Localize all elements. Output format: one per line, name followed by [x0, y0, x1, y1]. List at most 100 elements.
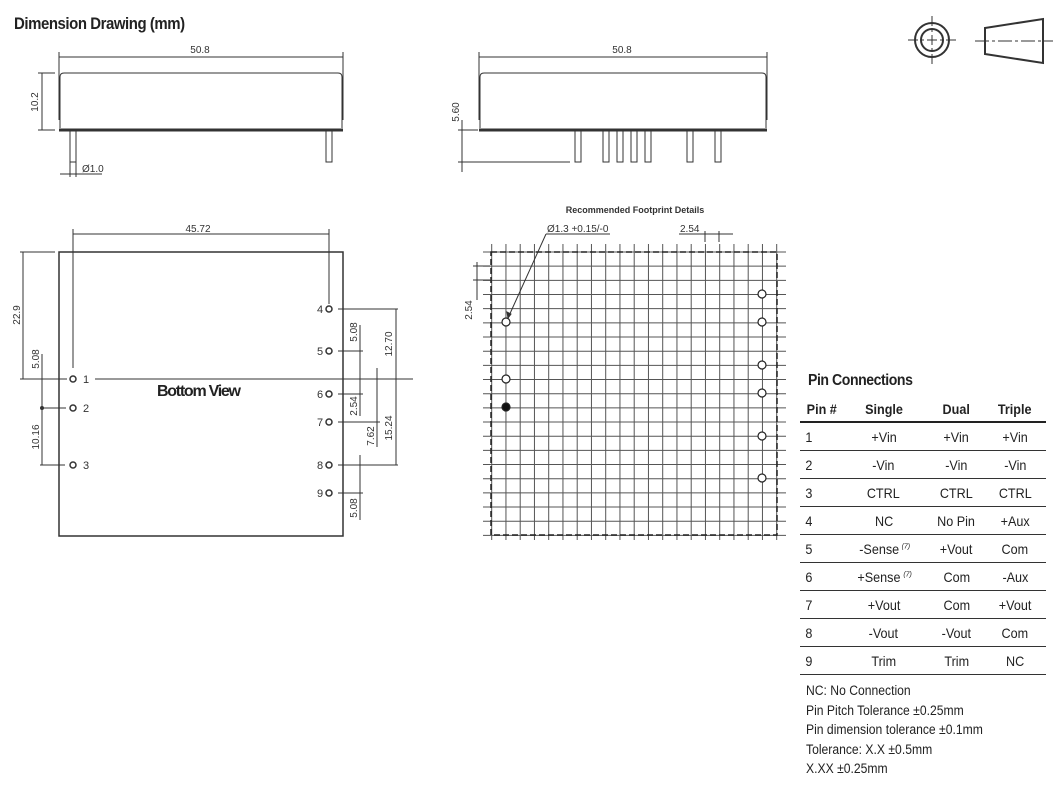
footprint-hole — [501, 402, 511, 412]
table-cell: +Vin — [1002, 428, 1028, 445]
length-dim: 50.8 — [190, 45, 210, 56]
note: Pin dimension tolerance ±0.1mm — [806, 722, 983, 738]
footprint-hole — [501, 317, 511, 327]
footprint-hole — [757, 289, 767, 299]
pin — [686, 130, 694, 163]
note: Tolerance: X.X ±0.5mm — [806, 741, 933, 757]
note: X.XX ±0.25mm — [806, 761, 888, 777]
pin-label: 5 — [317, 346, 323, 358]
table-cell: -Vout — [868, 624, 899, 641]
footnote-ref: (7) — [903, 570, 912, 578]
table-cell: 6 — [805, 568, 813, 585]
pin-hole — [325, 418, 333, 426]
header-single: Single — [864, 400, 903, 417]
header-pin: Pin # — [806, 400, 837, 417]
pin — [644, 130, 652, 163]
pin1-to-pin3-dim: 10.16 — [31, 424, 42, 449]
pin — [714, 130, 722, 163]
side-view-left: 50.8 10.2 Ø1.0 — [30, 45, 344, 177]
pin-label: 9 — [317, 488, 323, 500]
pin — [574, 130, 582, 163]
footprint-hole — [501, 374, 511, 384]
table-cell: +Sense — [857, 568, 901, 585]
pin-hole — [325, 461, 333, 469]
table-cell: 8 — [805, 624, 813, 641]
table-cell: NC — [874, 512, 893, 529]
pin-hole — [69, 375, 77, 383]
table-cell: NC — [1006, 652, 1025, 669]
table-cell: -Vin — [945, 456, 968, 473]
dim-7-62: 7.62 — [366, 426, 377, 446]
footnote-ref: (7) — [901, 542, 911, 550]
table-cell: 5 — [805, 540, 813, 557]
hole-dim: Ø1.3 +0.15/-0 — [547, 224, 609, 235]
third-angle-projection-icon — [908, 16, 1053, 65]
length-dim: 50.8 — [612, 45, 632, 56]
table-cell: +Aux — [1000, 512, 1030, 529]
table-cell: CTRL — [939, 484, 973, 501]
pin-hole — [325, 347, 333, 355]
table-cell: CTRL — [998, 484, 1032, 501]
table-cell: +Vout — [867, 596, 900, 613]
pin-label: 7 — [317, 417, 323, 429]
pin-hole — [69, 461, 77, 469]
note: NC: No Connection — [806, 683, 911, 698]
pin-label: 3 — [83, 460, 89, 472]
footprint-hole — [757, 431, 767, 441]
pin-label: 6 — [317, 389, 323, 401]
table-cell: No Pin — [937, 512, 976, 529]
table-cell: -Sense — [859, 540, 900, 557]
footprint-hole — [757, 388, 767, 398]
side-view-right: 50.8 5.60 — [451, 45, 768, 172]
dim-2-54: 2.54 — [349, 396, 360, 416]
table-row: 6+Sense(7)Com-Aux — [800, 563, 1046, 591]
pin-span-dim: 45.72 — [185, 224, 210, 235]
table-cell: -Vout — [941, 624, 972, 641]
right-5-08-bottom-dim: 5.08 — [349, 498, 360, 518]
pin-hole — [325, 390, 333, 398]
table-cell: -Vin — [872, 456, 895, 473]
pitch-v-dim: 2.54 — [464, 300, 475, 320]
pin — [602, 130, 610, 163]
pin-label: 2 — [83, 403, 89, 415]
bottom-view-label: Bottom View — [157, 383, 242, 400]
table-cell: +Vin — [943, 428, 970, 445]
table-header: Pin # Single Dual Triple — [800, 396, 1046, 423]
pin-label: 4 — [317, 304, 323, 316]
table-cell: Com — [943, 596, 970, 613]
pin-hole — [69, 404, 77, 412]
pin-connections-title: Pin Connections — [808, 372, 913, 389]
page-title: Dimension Drawing (mm) — [14, 14, 185, 33]
table-cell: Trim — [871, 652, 897, 669]
pin-diameter-dim: Ø1.0 — [82, 164, 104, 175]
bottom-view: 45.72 22.9 5.08 10.16 5.08 12.70 2.54 7.… — [12, 224, 413, 537]
dim-15-24: 15.24 — [384, 415, 395, 440]
table-cell: Com — [1001, 624, 1029, 641]
table-row: 2-Vin-Vin-Vin — [800, 451, 1046, 479]
table-cell: 7 — [805, 596, 813, 613]
table-cell: -Aux — [1002, 568, 1029, 585]
footprint: Recommended Footprint Details Ø1.3 +0.15… — [464, 205, 786, 540]
pin — [616, 130, 624, 163]
pitch-h-dim: 2.54 — [680, 224, 700, 235]
pin-label: 1 — [83, 374, 89, 386]
pin-hole — [325, 489, 333, 497]
table-cell: +Vout — [940, 540, 973, 557]
table-row: 8 -Vout -Vout Com — [800, 619, 1046, 647]
dim-12-70: 12.70 — [384, 331, 395, 356]
table-row: 1+Vin+Vin+Vin — [800, 423, 1046, 451]
table-cell: +Vin — [870, 428, 897, 445]
pin-label: 8 — [317, 460, 323, 472]
header-dual: Dual — [942, 400, 971, 417]
right-5-08-top-dim: 5.08 — [349, 322, 360, 342]
header-triple: Triple — [998, 400, 1032, 417]
footprint-hole — [757, 473, 767, 483]
table-cell: CTRL — [867, 484, 901, 501]
